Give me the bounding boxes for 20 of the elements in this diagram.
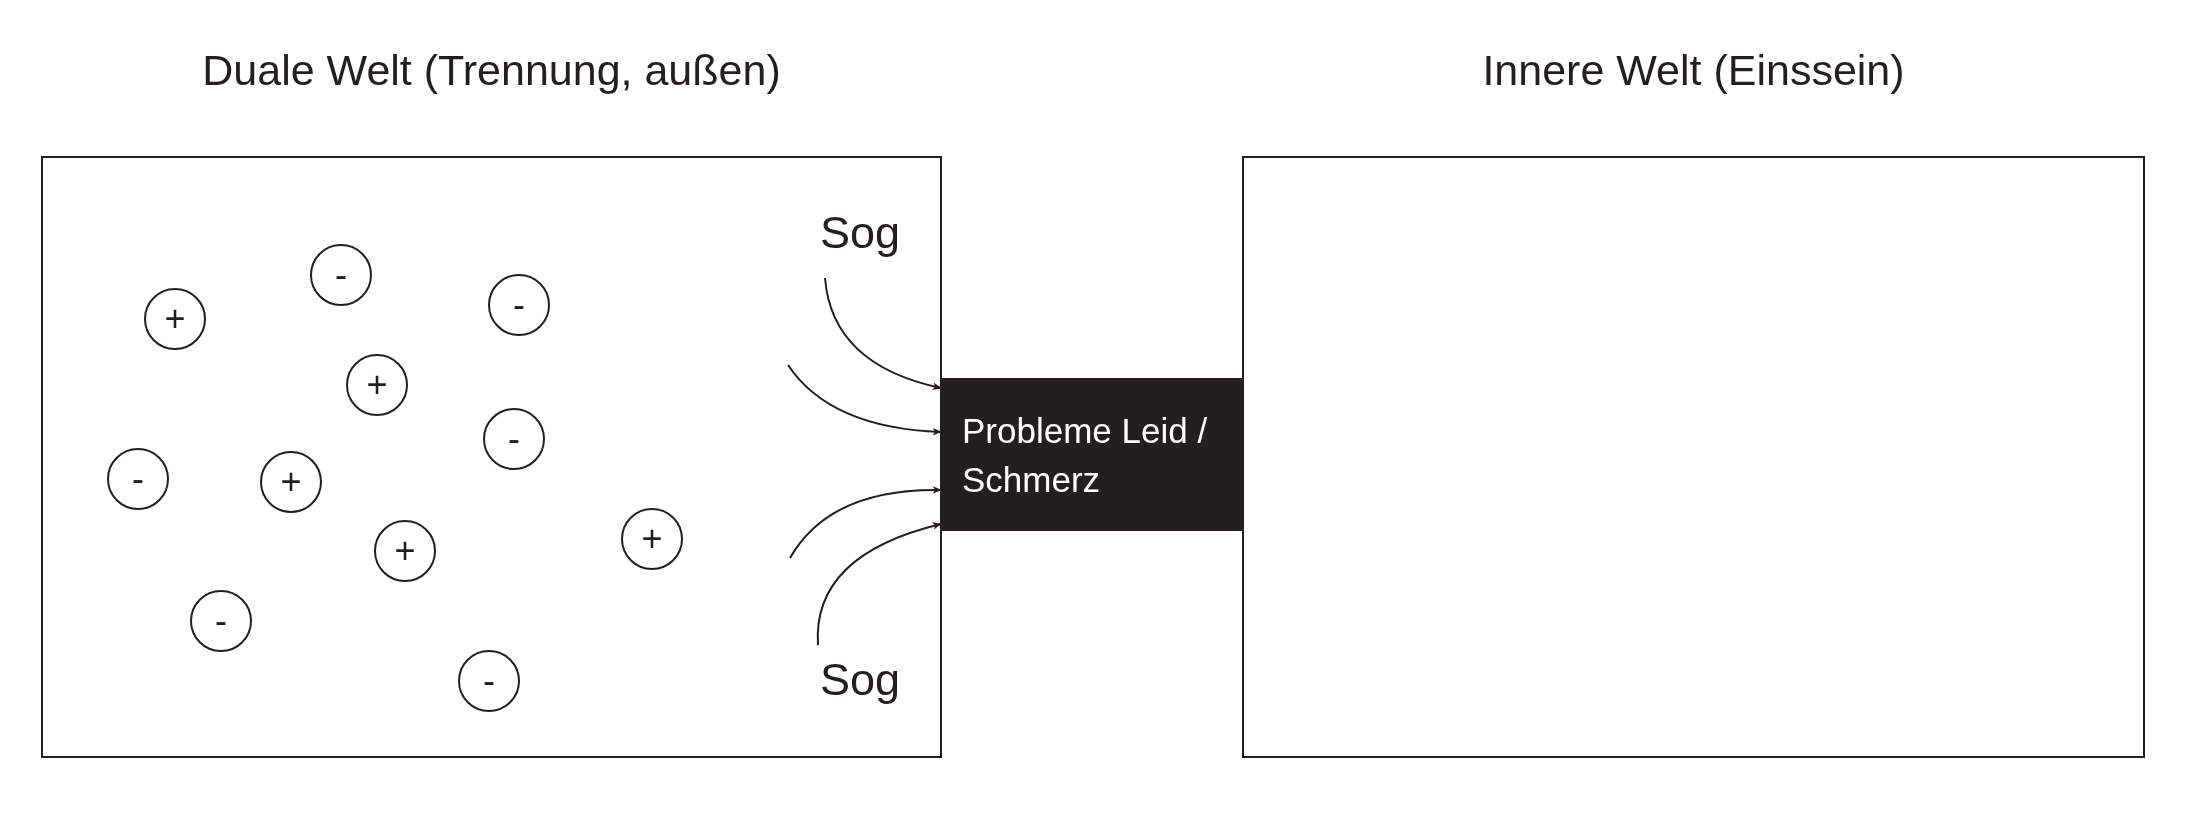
charge-circle: + bbox=[621, 508, 683, 570]
charge-circle: - bbox=[190, 590, 252, 652]
charge-circle: + bbox=[346, 354, 408, 416]
arrow bbox=[824, 277, 942, 390]
charge-circle: - bbox=[310, 244, 372, 306]
charge-circle: + bbox=[144, 288, 206, 350]
arrow bbox=[787, 364, 942, 436]
pull-label: Sog bbox=[820, 654, 901, 706]
panel-heading: Innere Welt (Einssein) bbox=[1481, 46, 1906, 95]
panel-heading: Duale Welt (Trennung, außen) bbox=[201, 46, 782, 95]
problem-box: Probleme Leid / Schmerz bbox=[942, 378, 1242, 531]
charge-circle: - bbox=[458, 650, 520, 712]
charge-circle: - bbox=[483, 408, 545, 470]
pull-label: Sog bbox=[820, 207, 901, 259]
arrow bbox=[789, 486, 942, 559]
arrow bbox=[816, 522, 942, 646]
charge-circle: - bbox=[488, 274, 550, 336]
charge-circle: + bbox=[260, 451, 322, 513]
charge-circle: - bbox=[107, 448, 169, 510]
charge-circle: + bbox=[374, 520, 436, 582]
